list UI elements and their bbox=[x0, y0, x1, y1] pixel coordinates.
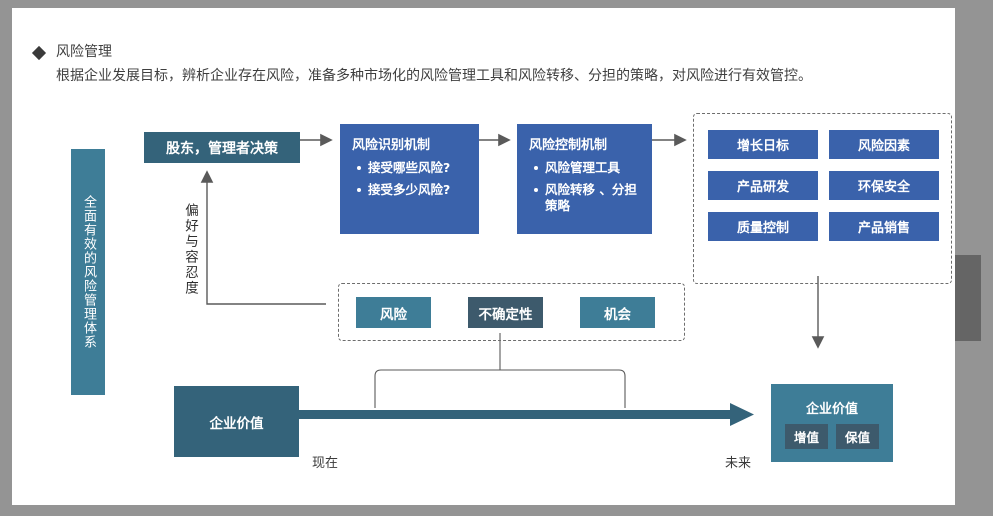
objective-cell[interactable]: 产品研发 bbox=[708, 171, 818, 200]
risk-uncertainty-group: 风险 不确定性 机会 bbox=[338, 283, 685, 341]
objective-cell[interactable]: 增长日标 bbox=[708, 130, 818, 159]
objective-cell[interactable]: 质量控制 bbox=[708, 212, 818, 241]
slide-page: 风险管理 根据企业发展目标，辨析企业存在风险，准备多种市场化的风险管理工具和风险… bbox=[12, 8, 955, 505]
header-description: 根据企业发展目标，辨析企业存在风险，准备多种市场化的风险管理工具和风险转移、分担… bbox=[56, 68, 812, 84]
value-increase-chip[interactable]: 增值 bbox=[784, 423, 828, 449]
risk-identify-title: 风险识别机制 bbox=[352, 138, 431, 153]
enterprise-value-future-box[interactable]: 企业价值 增值 保值 bbox=[771, 384, 893, 462]
risk-control-box[interactable]: 风险控制机制 风险管理工具 风险转移 、分担策略 bbox=[517, 124, 652, 234]
risk-chip[interactable]: 风险 bbox=[356, 297, 431, 328]
enterprise-value-future-chips: 增值 保值 bbox=[784, 423, 880, 449]
header-block: 风险管理 bbox=[31, 42, 934, 62]
timeline-label-now: 现在 bbox=[312, 456, 339, 471]
value-preserve-chip[interactable]: 保值 bbox=[836, 423, 880, 449]
objectives-group: 增长日标 风险因素 产品研发 环保安全 质量控制 产品销售 bbox=[693, 113, 952, 284]
list-item: 接受多少风险? bbox=[357, 182, 475, 198]
list-item: 接受哪些风险? bbox=[357, 160, 475, 176]
opportunity-chip[interactable]: 机会 bbox=[580, 297, 655, 328]
objective-cell[interactable]: 产品销售 bbox=[829, 212, 939, 241]
objectives-grid: 增长日标 风险因素 产品研发 环保安全 质量控制 产品销售 bbox=[708, 130, 939, 241]
decision-box[interactable]: 股东，管理者决策 bbox=[144, 132, 300, 163]
objective-cell[interactable]: 环保安全 bbox=[829, 171, 939, 200]
uncertainty-chip[interactable]: 不确定性 bbox=[468, 297, 543, 328]
objective-cell[interactable]: 风险因素 bbox=[829, 130, 939, 159]
timeline-label-future: 未来 bbox=[725, 456, 752, 471]
list-item: 风险转移 、分担策略 bbox=[534, 182, 648, 214]
side-bar-label: 全面有效的风险管理体系 bbox=[71, 149, 105, 395]
enterprise-value-now-box[interactable]: 企业价值 bbox=[174, 386, 299, 457]
risk-identify-list: 接受哪些风险? 接受多少风险? bbox=[352, 160, 479, 198]
enterprise-value-future-title: 企业价值 bbox=[805, 401, 858, 417]
page-title: 风险管理 bbox=[56, 44, 112, 60]
vertical-scrollbar-thumb[interactable] bbox=[955, 255, 981, 341]
risk-control-title: 风险控制机制 bbox=[529, 138, 608, 153]
diamond-bullet-icon bbox=[31, 45, 47, 61]
risk-control-list: 风险管理工具 风险转移 、分担策略 bbox=[529, 160, 652, 214]
risk-identify-box[interactable]: 风险识别机制 接受哪些风险? 接受多少风险? bbox=[340, 124, 479, 234]
risk-chip-row: 风险 不确定性 机会 bbox=[356, 297, 655, 328]
preference-tolerance-label: 偏好与容忍度 bbox=[182, 203, 198, 296]
list-item: 风险管理工具 bbox=[534, 160, 648, 176]
